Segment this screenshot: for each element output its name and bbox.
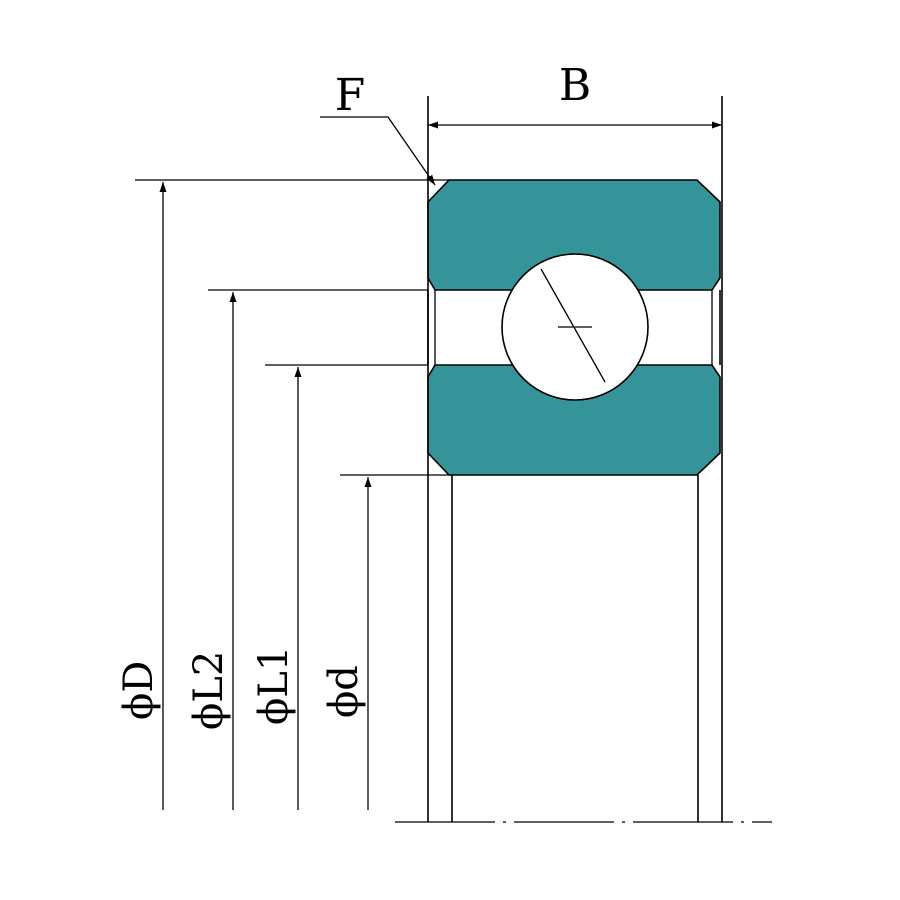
- l2-label: ϕL2: [186, 651, 232, 730]
- inner-diameter-label: ϕd: [321, 665, 367, 718]
- contact-angle-line: [540, 268, 606, 383]
- chamfer-leader-line: [320, 116, 436, 186]
- width-label: B: [559, 60, 591, 111]
- l1-label: ϕL1: [251, 646, 297, 725]
- outer-diameter-label: ϕD: [116, 661, 162, 720]
- chamfer-label: F: [335, 70, 366, 121]
